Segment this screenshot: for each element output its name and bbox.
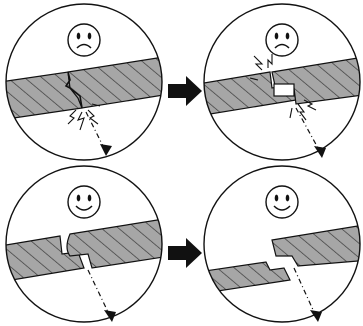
panel-top-left: [5, 3, 163, 161]
panel-circle: [5, 3, 163, 161]
panel-bottom-right: [203, 165, 361, 323]
force-arrowhead: [104, 310, 116, 322]
sad-face-icon: [67, 23, 101, 57]
gap-cutout: [273, 83, 295, 97]
force-path: [293, 267, 315, 313]
lightning-icon: [249, 54, 317, 121]
right-arrow-icon: [168, 76, 202, 106]
happy-face-icon: [265, 185, 299, 219]
sad-face-icon: [265, 23, 299, 57]
force-path: [295, 107, 319, 149]
panel-circle: [203, 165, 361, 323]
board-right-piece: [67, 55, 162, 109]
force-arrowhead: [314, 146, 326, 158]
panel-bottom-left: [5, 165, 163, 323]
force-path: [85, 111, 105, 149]
force-arrowhead: [310, 310, 322, 322]
panel-circle: [5, 165, 163, 323]
board-right-piece: [66, 217, 162, 269]
board-right-piece: [271, 223, 360, 267]
panel-top-right: [203, 3, 361, 161]
happy-face-icon: [67, 185, 101, 219]
panel-circle: [203, 3, 361, 161]
right-arrow-icon: [168, 238, 202, 268]
force-path: [87, 269, 109, 313]
force-arrowhead: [100, 144, 112, 156]
crack-line: [64, 71, 83, 109]
board-left-piece: [204, 261, 291, 295]
lightning-icon: [67, 103, 101, 131]
